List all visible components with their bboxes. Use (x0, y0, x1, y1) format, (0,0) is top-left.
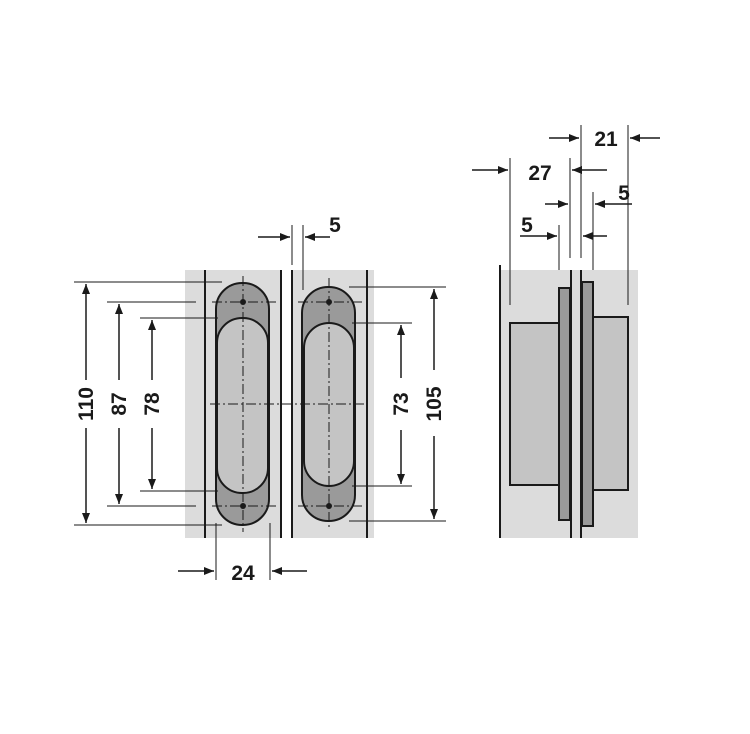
left-flange (558, 287, 571, 521)
right-flange (581, 281, 594, 527)
dim-24: 24 (231, 562, 255, 585)
right-cup (592, 316, 629, 491)
dim-87: 87 (108, 392, 131, 415)
dim-21: 21 (594, 128, 618, 151)
dim-73: 73 (390, 392, 413, 415)
left-cup (509, 322, 561, 486)
dim-flange-left-5: 5 (521, 214, 533, 237)
dim-27: 27 (528, 162, 551, 185)
dim-105: 105 (423, 386, 446, 421)
dim-gap-5: 5 (329, 214, 341, 237)
dim-78: 78 (141, 392, 164, 416)
front-view: 110 87 78 73 105 24 5 (74, 214, 446, 585)
dim-110: 110 (75, 387, 98, 421)
side-view: 27 21 5 5 (472, 125, 660, 538)
dim-flange-right-5: 5 (618, 182, 630, 205)
